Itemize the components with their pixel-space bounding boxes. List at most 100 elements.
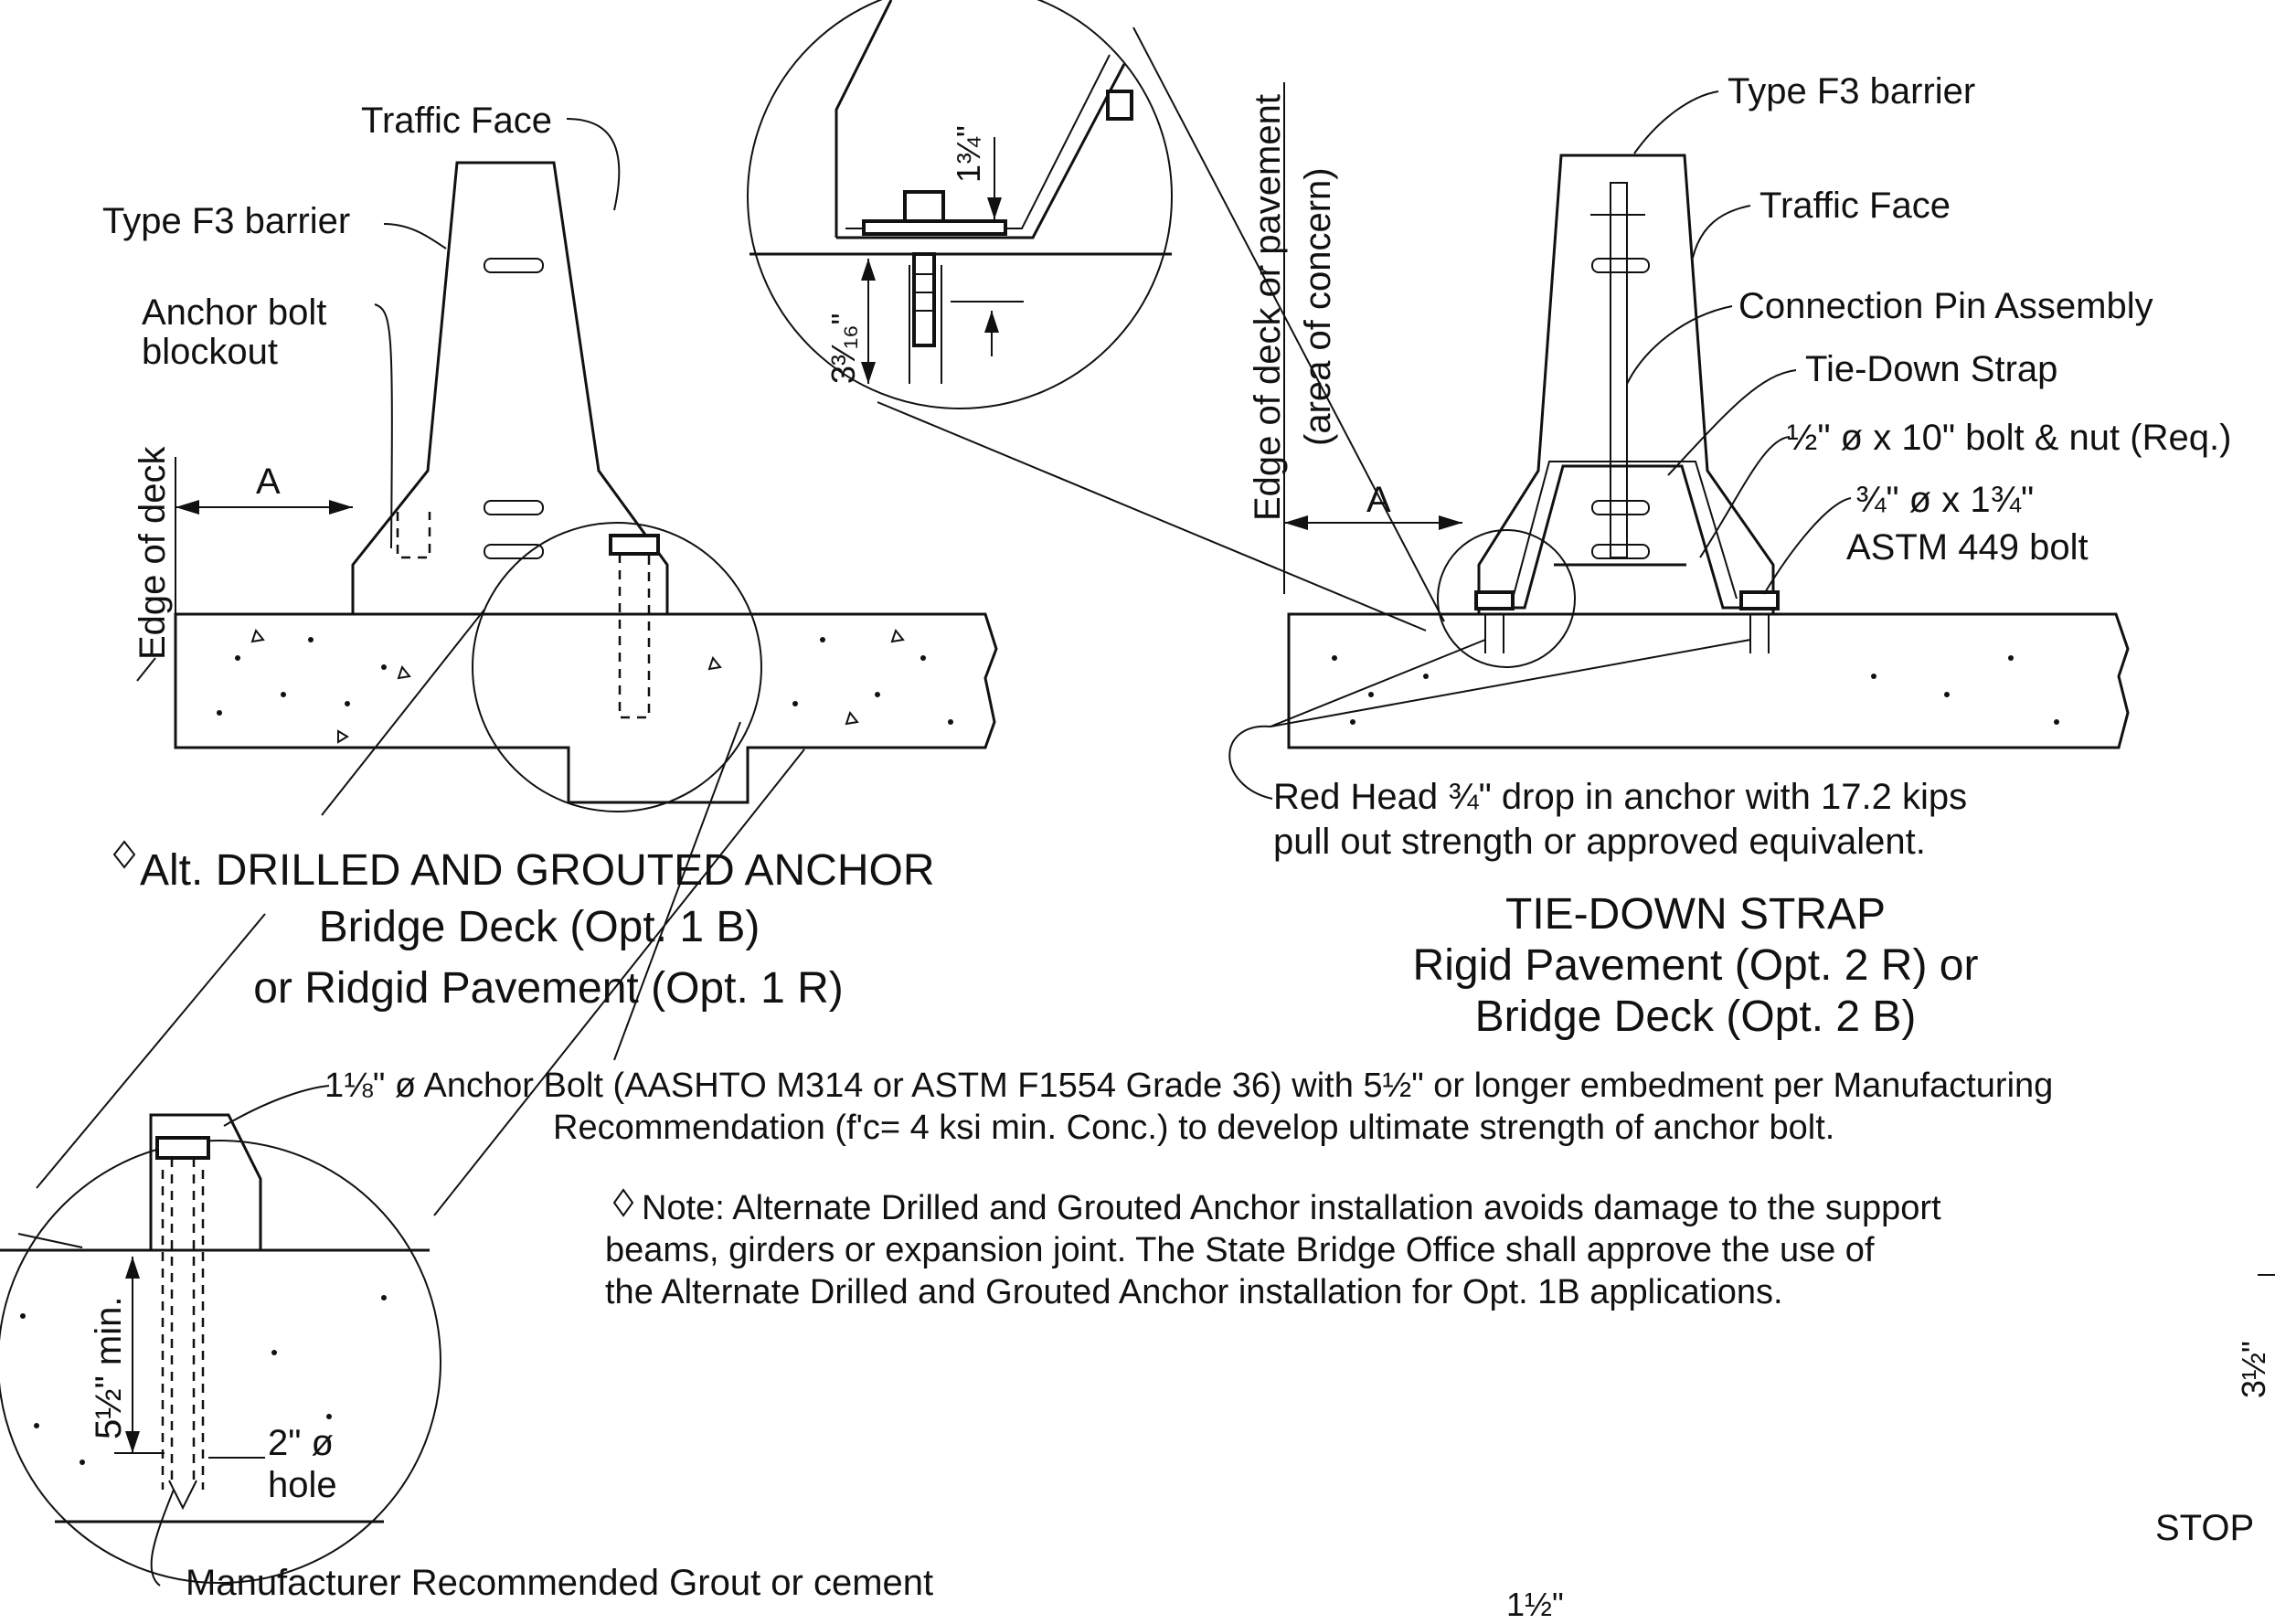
right-pin-leader xyxy=(1626,305,1733,385)
top-dim-1-arrow xyxy=(987,197,1002,219)
left-anchor-blockout xyxy=(396,512,431,559)
anchor-bolt-note-l1: 1⅛" ø Anchor Bolt (AASHTO M314 or ASTM F… xyxy=(324,1067,2053,1105)
bottom-embed-label: 5½" min. xyxy=(89,1297,129,1439)
left-ext-line-3 xyxy=(36,913,266,1189)
left-dim-a-label: A xyxy=(256,462,281,502)
left-callout-circle xyxy=(472,522,762,812)
left-traffic-face-leader xyxy=(566,118,621,211)
top-bolt-shank xyxy=(912,252,936,347)
right-edge-label-l2: (area of concern) xyxy=(1298,167,1338,446)
notes: 1⅛" ø Anchor Bolt (AASHTO M314 or ASTM F… xyxy=(223,1067,2053,1311)
right-tie-down-strap xyxy=(1490,464,1759,610)
top-leader-bottom xyxy=(877,401,1427,632)
stop-label: STOP xyxy=(2155,1508,2254,1548)
right-aggregate xyxy=(1332,655,2059,725)
left-barrier-leader xyxy=(383,223,447,249)
left-ext-line-1 xyxy=(321,609,485,816)
left-edge-leader xyxy=(136,657,156,682)
left-deck-slab xyxy=(174,612,998,804)
top-strap-bolt xyxy=(1106,90,1133,121)
diamond-icon xyxy=(112,840,136,869)
left-aggregate-triangles xyxy=(250,628,905,744)
top-dim-3-arrow xyxy=(984,311,999,333)
right-dim-a-label: A xyxy=(1366,480,1391,520)
bottom-barrier-edge xyxy=(149,1113,262,1250)
right-astm-leader xyxy=(1763,497,1852,595)
right-red-head-leader xyxy=(1228,639,1751,800)
diamond-icon xyxy=(612,1188,634,1217)
bottom-circle-detail: 5½" min. 2" ø hole Manufacturer Recommen… xyxy=(0,1113,933,1603)
bottom-bolt-tip xyxy=(168,1480,197,1511)
left-blockout-leader xyxy=(374,303,393,549)
left-ext-line-2 xyxy=(613,721,741,1061)
bottom-hole-label-l2: hole xyxy=(268,1465,337,1505)
left-blockout-label-l1: Anchor bolt xyxy=(142,292,326,333)
left-ext-line-4 xyxy=(433,748,805,1216)
top-dim-1-label: 1¾" xyxy=(950,125,987,183)
right-edge-dim-label: 3½" xyxy=(2235,1341,2272,1398)
right-slot-mid xyxy=(1591,500,1650,515)
right-connection-pin-label: Connection Pin Assembly xyxy=(1738,286,2153,326)
left-slot-mid xyxy=(484,500,544,515)
right-tie-down-detail: Type F3 barrier Traffic Face Connection … xyxy=(1228,71,2231,1041)
alt-note-l3: the Alternate Drilled and Grouted Anchor… xyxy=(605,1273,1783,1311)
right-barrier-type-label: Type F3 barrier xyxy=(1728,71,1975,111)
left-slot-upper xyxy=(484,258,544,273)
bottom-hole-edges xyxy=(161,1170,205,1490)
alt-note-l2: beams, girders or expansion joint. The S… xyxy=(605,1231,1875,1269)
top-plate xyxy=(862,219,1007,236)
left-bolt-shank xyxy=(618,554,651,719)
bottom-bolt-shank xyxy=(170,1158,196,1481)
right-strap-leader xyxy=(1667,369,1797,476)
left-aggregate xyxy=(217,637,953,725)
bottom-strap-edge xyxy=(17,1233,83,1248)
right-title-l1: TIE-DOWN STRAP xyxy=(1505,890,1886,939)
left-title-l1: Alt. DRILLED AND GROUTED ANCHOR xyxy=(140,846,934,895)
right-anchor-left xyxy=(1474,590,1515,610)
top-anchor-sleeve xyxy=(909,265,942,384)
left-traffic-face-label: Traffic Face xyxy=(361,101,552,141)
left-anchor-detail: Traffic Face Type F3 barrier Anchor bolt… xyxy=(36,101,998,1216)
bottom-edge-dim-label: 1½" xyxy=(1506,1586,1564,1623)
right-anchor-shanks xyxy=(1484,614,1770,653)
top-strap-outer xyxy=(836,63,1126,239)
bottom-embed-dim-arrows xyxy=(125,1257,140,1453)
bottom-hole-label-l1: 2" ø xyxy=(268,1423,334,1463)
anchor-bolt-note-leader xyxy=(223,1085,330,1127)
top-barrier-edge xyxy=(835,0,893,238)
right-bolt-leader xyxy=(1699,436,1791,558)
right-anchor-right xyxy=(1739,590,1780,610)
top-bolt-head xyxy=(903,190,945,223)
left-title-l3: or Ridgid Pavement (Opt. 1 R) xyxy=(253,964,844,1013)
left-title-l2: Bridge Deck (Opt. 1 B) xyxy=(319,903,760,951)
bottom-bolt-head xyxy=(155,1136,210,1160)
right-barrier-profile xyxy=(1477,154,1775,614)
right-edge-label-l1: Edge of deck or pavement xyxy=(1248,94,1288,521)
top-circle-detail: 1¾" 3³⁄₁₆" xyxy=(747,0,1445,632)
right-slot-upper xyxy=(1591,258,1650,273)
bottom-grout-leader xyxy=(150,1489,175,1587)
right-bolt-nut-label: ½" ø x 10" bolt & nut (Req.) xyxy=(1787,418,2231,458)
top-dim-2-label: 3³⁄₁₆" xyxy=(824,313,862,384)
right-traffic-face-leader xyxy=(1692,205,1751,259)
anchor-bolt-note-l2: Recommendation (f'c= 4 ksi min. Conc.) t… xyxy=(553,1109,1834,1147)
left-blockout-label-l2: blockout xyxy=(142,332,278,372)
right-title-l3: Bridge Deck (Opt. 2 B) xyxy=(1475,992,1917,1041)
top-callout-circle xyxy=(747,0,1173,409)
right-title-l2: Rigid Pavement (Opt. 2 R) or xyxy=(1413,941,1979,990)
right-astm-label-l2: ASTM 449 bolt xyxy=(1846,527,2089,568)
right-tie-down-strap-label: Tie-Down Strap xyxy=(1805,349,2057,389)
top-leader-right xyxy=(1132,27,1445,622)
left-barrier-type-label: Type F3 barrier xyxy=(102,201,350,241)
right-callout-circle xyxy=(1437,529,1576,668)
bottom-aggregate xyxy=(20,1295,387,1465)
bottom-callout-circle xyxy=(0,1140,441,1584)
right-astm-label-l1: ¾" ø x 1¾" xyxy=(1855,480,2034,520)
right-deck-slab xyxy=(1287,612,2130,749)
bottom-grout-label: Manufacturer Recommended Grout or cement xyxy=(186,1563,933,1603)
edge-fragments: STOP 3½" 1½" xyxy=(1506,1274,2275,1623)
alt-note-l1: Note: Alternate Drilled and Grouted Anch… xyxy=(642,1189,1941,1227)
right-red-head-l1: Red Head ¾" drop in anchor with 17.2 kip… xyxy=(1273,777,1967,817)
right-red-head-l2: pull out strength or approved equivalent… xyxy=(1273,822,1926,862)
